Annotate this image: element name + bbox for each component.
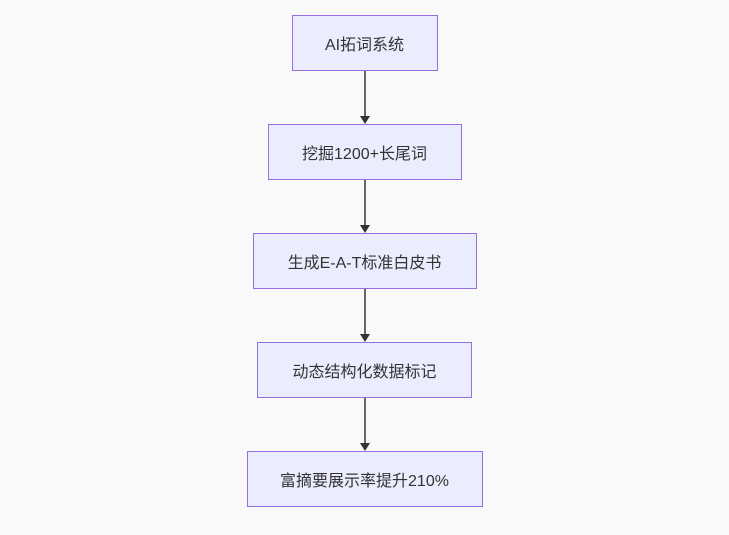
arrow-line bbox=[363, 289, 366, 334]
flow-node-rich-snippet-uplift: 富摘要展示率提升210% bbox=[246, 451, 483, 507]
flow-node-label: 挖掘1200+长尾词 bbox=[302, 146, 427, 163]
flow-node-ai-expansion-system: AI拓词系统 bbox=[291, 15, 438, 71]
flow-node-label: AI拓词系统 bbox=[324, 37, 405, 54]
arrow-line bbox=[363, 71, 366, 116]
flow-node-eat-whitepaper: 生成E-A-T标准白皮书 bbox=[252, 233, 477, 289]
flow-arrow-3 bbox=[359, 289, 370, 342]
flow-arrow-2 bbox=[359, 180, 370, 233]
arrow-line bbox=[363, 180, 366, 225]
arrow-line bbox=[363, 398, 366, 443]
flow-node-label: 动态结构化数据标记 bbox=[292, 364, 437, 381]
flow-arrow-1 bbox=[359, 71, 370, 124]
flow-arrow-4 bbox=[359, 398, 370, 451]
arrow-head-icon bbox=[359, 225, 370, 233]
arrow-head-icon bbox=[359, 443, 370, 451]
flow-node-label: 富摘要展示率提升210% bbox=[280, 473, 449, 490]
flowchart: AI拓词系统 挖掘1200+长尾词 生成E-A-T标准白皮书 动态结构化数据标记 bbox=[0, 15, 729, 507]
flow-node-structured-data-markup: 动态结构化数据标记 bbox=[257, 342, 472, 398]
arrow-head-icon bbox=[359, 334, 370, 342]
arrow-head-icon bbox=[359, 116, 370, 124]
flow-node-label: 生成E-A-T标准白皮书 bbox=[287, 255, 442, 272]
flow-node-longtail-mining: 挖掘1200+长尾词 bbox=[267, 124, 462, 180]
